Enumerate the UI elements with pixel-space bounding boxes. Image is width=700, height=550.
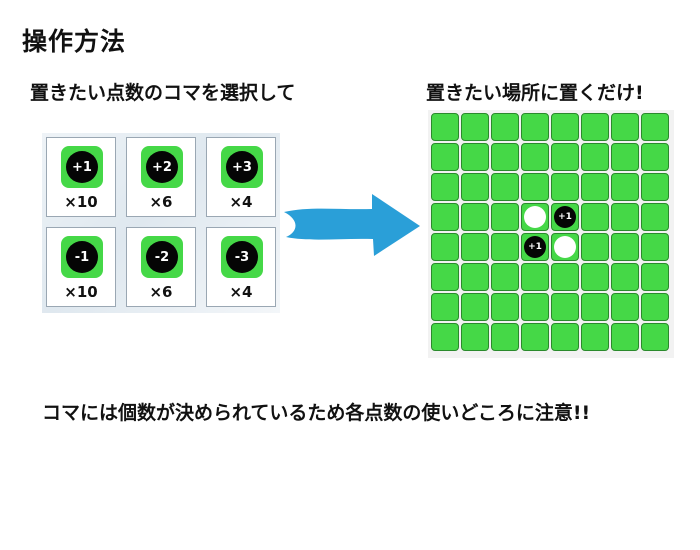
piece-count: ×4 bbox=[229, 283, 253, 301]
piece-value: +1 bbox=[66, 151, 98, 183]
board-cell[interactable] bbox=[521, 323, 549, 351]
board-cell[interactable]: +1 bbox=[521, 233, 549, 261]
board-cell[interactable] bbox=[461, 173, 489, 201]
piece-palette: +1 ×10 +2 ×6 +3 ×4 -1 ×10 -2 ×6 -3 ×4 bbox=[42, 133, 280, 313]
piece-value: +3 bbox=[226, 151, 258, 183]
board-cell[interactable] bbox=[641, 263, 669, 291]
board-cell[interactable] bbox=[581, 263, 609, 291]
board-cell[interactable] bbox=[491, 143, 519, 171]
board-cell[interactable] bbox=[521, 203, 549, 231]
usage-note: コマには個数が決められているため各点数の使いどころに注意!! bbox=[42, 402, 591, 424]
board-cell[interactable] bbox=[461, 143, 489, 171]
board-cell[interactable] bbox=[491, 233, 519, 261]
board-cell[interactable]: +1 bbox=[551, 203, 579, 231]
black-piece: +1 bbox=[554, 206, 576, 228]
board-cell[interactable] bbox=[641, 143, 669, 171]
board-cell[interactable] bbox=[551, 323, 579, 351]
board-cell[interactable] bbox=[431, 203, 459, 231]
piece-value: +2 bbox=[146, 151, 178, 183]
piece-tile-plus3[interactable]: +3 ×4 bbox=[206, 137, 276, 217]
piece-chip: +1 bbox=[61, 146, 103, 188]
board-cell[interactable] bbox=[551, 143, 579, 171]
piece-count: ×10 bbox=[64, 283, 98, 301]
board-cell[interactable] bbox=[641, 233, 669, 261]
piece-tile-plus1[interactable]: +1 ×10 bbox=[46, 137, 116, 217]
board-cell[interactable] bbox=[581, 323, 609, 351]
board-cell[interactable] bbox=[521, 143, 549, 171]
piece-tile-minus2[interactable]: -2 ×6 bbox=[126, 227, 196, 307]
piece-chip: -1 bbox=[61, 236, 103, 278]
board-cell[interactable] bbox=[431, 173, 459, 201]
piece-value: -1 bbox=[66, 241, 98, 273]
board-cell[interactable] bbox=[461, 233, 489, 261]
board-cell[interactable] bbox=[611, 203, 639, 231]
board-cell[interactable] bbox=[611, 263, 639, 291]
board-cell[interactable] bbox=[581, 113, 609, 141]
board-cell[interactable] bbox=[491, 323, 519, 351]
piece-chip: -3 bbox=[221, 236, 263, 278]
board-cell[interactable] bbox=[641, 113, 669, 141]
piece-tile-plus2[interactable]: +2 ×6 bbox=[126, 137, 196, 217]
board-cell[interactable] bbox=[611, 173, 639, 201]
board-cell[interactable] bbox=[491, 293, 519, 321]
board-cell[interactable] bbox=[521, 113, 549, 141]
palette-caption: 置きたい点数のコマを選択して bbox=[30, 82, 296, 104]
piece-chip: +3 bbox=[221, 146, 263, 188]
board-cell[interactable] bbox=[641, 173, 669, 201]
board-cell[interactable] bbox=[611, 323, 639, 351]
piece-tile-minus1[interactable]: -1 ×10 bbox=[46, 227, 116, 307]
board-cell[interactable] bbox=[461, 323, 489, 351]
board-cell[interactable] bbox=[641, 203, 669, 231]
board-cell[interactable] bbox=[611, 143, 639, 171]
piece-value: -3 bbox=[226, 241, 258, 273]
piece-count: ×6 bbox=[149, 283, 173, 301]
piece-count: ×10 bbox=[64, 193, 98, 211]
board-cell[interactable] bbox=[461, 263, 489, 291]
board-cell[interactable] bbox=[641, 323, 669, 351]
piece-count: ×6 bbox=[149, 193, 173, 211]
board-cell[interactable] bbox=[551, 293, 579, 321]
board-cell[interactable] bbox=[641, 293, 669, 321]
board-cell[interactable] bbox=[521, 173, 549, 201]
board-cell[interactable] bbox=[491, 173, 519, 201]
piece-count: ×4 bbox=[229, 193, 253, 211]
board-cell[interactable] bbox=[431, 263, 459, 291]
board-cell[interactable] bbox=[581, 233, 609, 261]
board-cell[interactable] bbox=[581, 293, 609, 321]
white-piece bbox=[554, 236, 576, 258]
board-cell[interactable] bbox=[611, 233, 639, 261]
white-piece bbox=[524, 206, 546, 228]
board-cell[interactable] bbox=[431, 323, 459, 351]
black-piece: +1 bbox=[524, 236, 546, 258]
game-board: +1 +1 bbox=[428, 110, 674, 358]
board-cell[interactable] bbox=[491, 203, 519, 231]
piece-chip: -2 bbox=[141, 236, 183, 278]
board-cell[interactable] bbox=[491, 113, 519, 141]
board-cell[interactable] bbox=[581, 203, 609, 231]
page-title: 操作方法 bbox=[22, 27, 127, 56]
board-cell[interactable] bbox=[521, 263, 549, 291]
board-cell[interactable] bbox=[581, 143, 609, 171]
board-cell[interactable] bbox=[461, 113, 489, 141]
board-cell[interactable] bbox=[611, 113, 639, 141]
piece-chip: +2 bbox=[141, 146, 183, 188]
board-cell[interactable] bbox=[491, 263, 519, 291]
board-cell[interactable] bbox=[611, 293, 639, 321]
board-cell[interactable] bbox=[431, 143, 459, 171]
piece-tile-minus3[interactable]: -3 ×4 bbox=[206, 227, 276, 307]
arrow-right-icon bbox=[284, 194, 420, 256]
board-cell[interactable] bbox=[461, 293, 489, 321]
board-cell[interactable] bbox=[581, 173, 609, 201]
board-cell[interactable] bbox=[551, 113, 579, 141]
board-cell[interactable] bbox=[431, 233, 459, 261]
board-cell[interactable] bbox=[521, 293, 549, 321]
piece-value: -2 bbox=[146, 241, 178, 273]
board-cell[interactable] bbox=[551, 263, 579, 291]
board-cell[interactable] bbox=[431, 293, 459, 321]
board-cell[interactable] bbox=[461, 203, 489, 231]
board-cell[interactable] bbox=[551, 233, 579, 261]
board-cell[interactable] bbox=[431, 113, 459, 141]
board-caption: 置きたい場所に置くだけ! bbox=[426, 82, 644, 104]
board-cell[interactable] bbox=[551, 173, 579, 201]
